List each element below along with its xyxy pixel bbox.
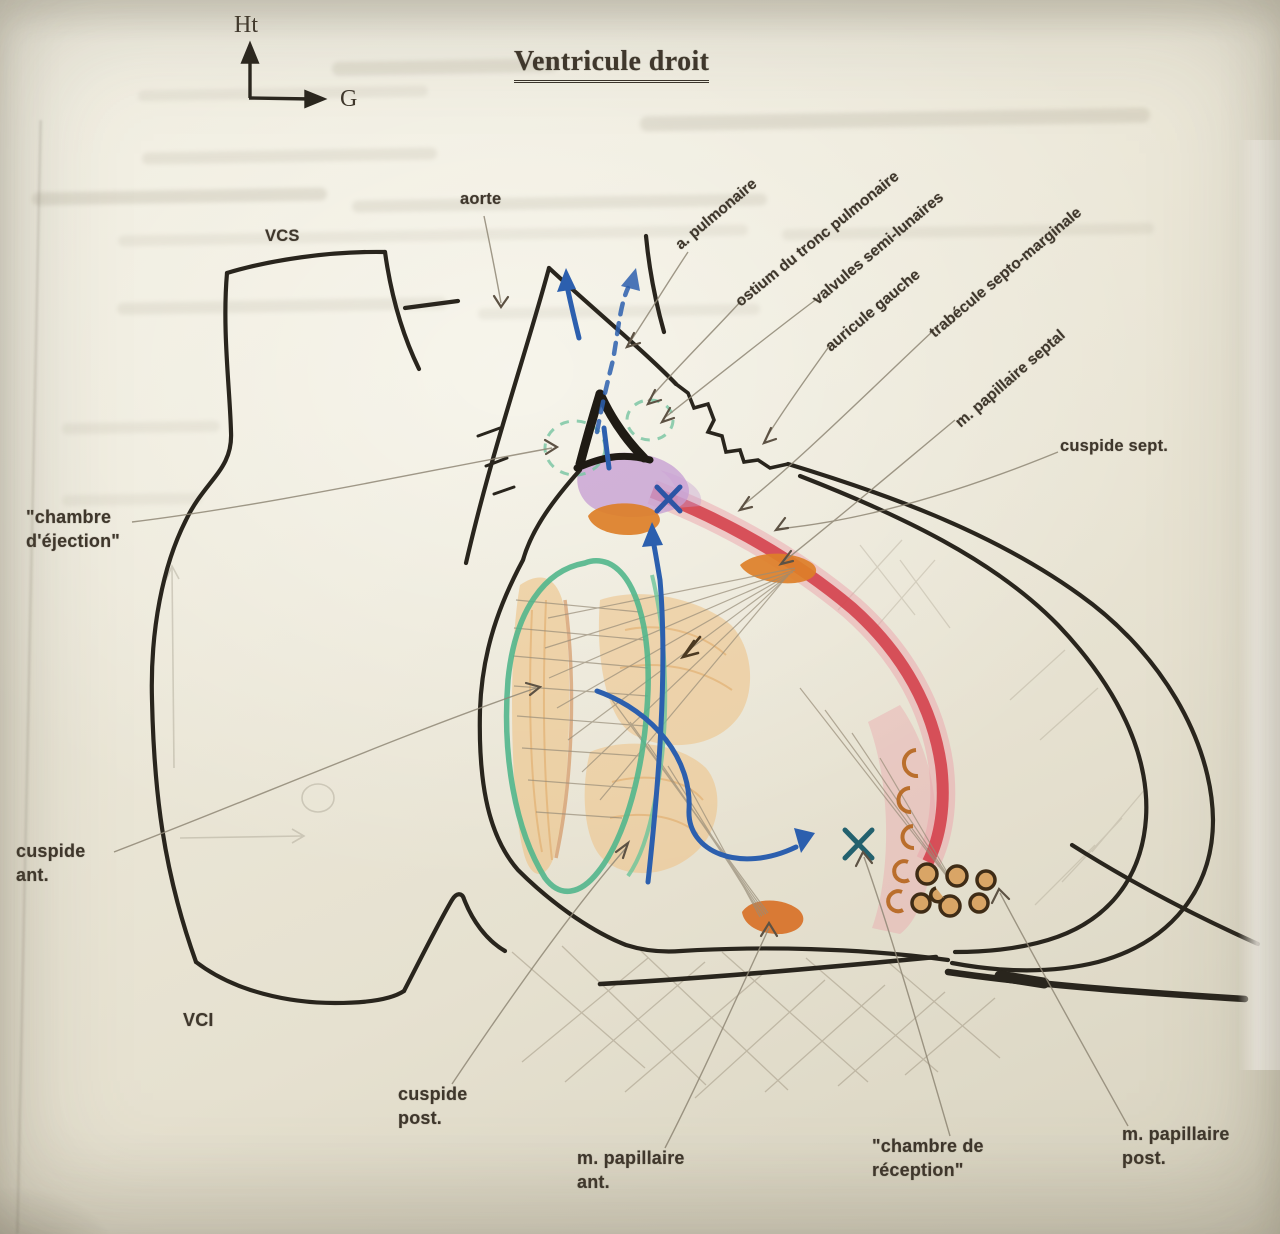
- orientation-axes-icon: [240, 40, 328, 109]
- label-m-papillaire-post: m. papillaire post.: [1122, 1124, 1230, 1168]
- label-leader-lines: [113, 215, 1129, 1149]
- label-chambre-reception: "chambre de réception": [872, 1136, 984, 1180]
- label-vci: VCI: [183, 1010, 214, 1030]
- pulmonary-valve-dark: [573, 389, 654, 472]
- chordae-pencil-lines: [512, 567, 955, 918]
- underlying-page-edge: [1238, 140, 1280, 1070]
- label-cuspide-sept: cuspide sept.: [1060, 437, 1169, 455]
- label-vcs: VCS: [265, 227, 300, 245]
- leader-arrowheads: [492, 294, 1011, 938]
- page-title: Ventricule droit: [514, 46, 710, 83]
- trabeculation-cluster: [886, 748, 997, 918]
- ghost-sketch-marks: [165, 564, 335, 844]
- label-chambre-ejection: "chambre d'éjection": [26, 507, 121, 551]
- label-cuspide-ant: cuspide ant.: [16, 841, 86, 885]
- corner-shadow: [0, 1120, 220, 1234]
- label-aorte: aorte: [460, 190, 502, 208]
- label-m-papillaire-ant: m. papillaire ant.: [577, 1148, 685, 1192]
- heart-outline-ink: [149, 233, 1261, 1006]
- valve-x-marks: [654, 484, 875, 861]
- label-cuspide-post: cuspide post.: [398, 1084, 468, 1128]
- blood-flow-arrows-blue: [557, 268, 875, 885]
- axis-label-g: G: [340, 86, 358, 112]
- axis-label-ht: Ht: [234, 12, 258, 38]
- papillary-muscles-orange: [588, 503, 817, 935]
